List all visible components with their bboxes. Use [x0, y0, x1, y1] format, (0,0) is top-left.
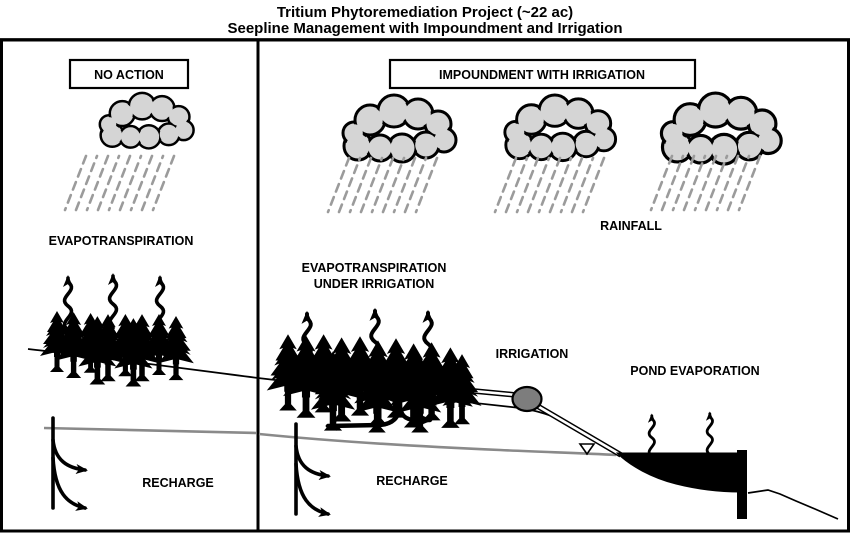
no-action-header-box — [68, 58, 190, 90]
impoundment-header: IMPOUNDMENT WITH IRRIGATION — [439, 68, 645, 82]
rain-cloud-icon — [98, 91, 195, 150]
irrigation-label: IRRIGATION — [496, 347, 569, 361]
rain-streaks-icon — [326, 156, 439, 214]
no-action-panel: NO ACTION EVAPOTRANSPIRATION RECHARGE — [40, 58, 214, 508]
tree-stand-left — [40, 311, 194, 387]
dam-icon — [737, 450, 747, 519]
rain-streaks-icon — [63, 154, 176, 212]
tree-stand-irrigated — [266, 334, 482, 433]
water-level-icon — [578, 443, 596, 456]
pond-evaporation-label: POND EVAPORATION — [630, 364, 759, 378]
evapotranspiration-label: EVAPOTRANSPIRATION — [49, 234, 194, 248]
impoundment-panel: IMPOUNDMENT WITH IRRIGATION RAINFALL EVA… — [266, 58, 783, 519]
evapo-irrigation-label-line1: EVAPOTRANSPIRATION — [302, 261, 447, 275]
recharge-arrow-icon — [53, 418, 85, 508]
impoundment-header-box — [388, 58, 697, 90]
vapor-arrow-icon — [707, 414, 712, 455]
rain-streaks-icon — [649, 154, 762, 212]
water-table-line-right — [258, 432, 617, 457]
title-band: Tritium Phytoremediation Project (~22 ac… — [0, 4, 850, 41]
ground-surface-line-downstream — [747, 489, 839, 520]
no-action-header: NO ACTION — [94, 68, 164, 82]
rain-cloud-icon — [341, 93, 458, 164]
vapor-arrow-icon — [110, 276, 117, 328]
pump-icon — [511, 385, 543, 413]
recharge-label-left: RECHARGE — [142, 476, 214, 490]
diagram-title-line1: Tritium Phytoremediation Project (~22 ac… — [277, 4, 573, 21]
rain-cloud-icon — [503, 93, 618, 163]
diagram-title-line2: Seepline Management with Impoundment and… — [227, 20, 622, 37]
rain-cloud-icon — [659, 91, 783, 166]
water-table-line-left — [43, 426, 257, 435]
pond-icon — [615, 452, 741, 493]
vapor-arrow-icon — [649, 416, 654, 457]
rainfall-label: RAINFALL — [600, 219, 662, 233]
recharge-label-right: RECHARGE — [376, 474, 448, 488]
diagram-border — [0, 38, 850, 533]
evapo-irrigation-label-line2: UNDER IRRIGATION — [314, 277, 435, 291]
rain-streaks-icon — [493, 156, 606, 214]
spread-arrow-icon — [325, 383, 433, 431]
